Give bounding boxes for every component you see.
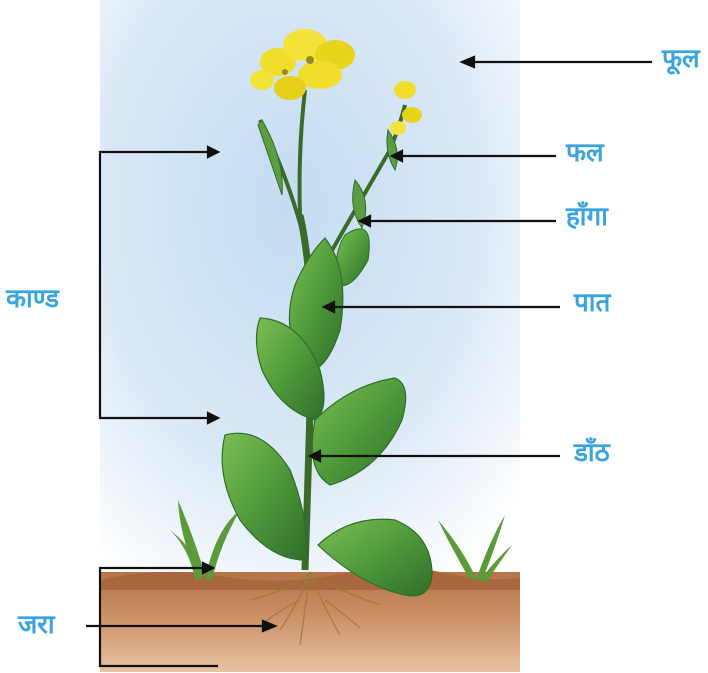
label-flower: फूल [662, 46, 700, 72]
label-leaf: पात [574, 290, 610, 316]
label-fruit: फल [566, 140, 604, 166]
label-branch: हाँगा [566, 204, 608, 230]
label-root: जरा [18, 612, 55, 638]
label-shoot: काण्ड [6, 286, 59, 312]
label-stem: डाँठ [574, 440, 610, 466]
